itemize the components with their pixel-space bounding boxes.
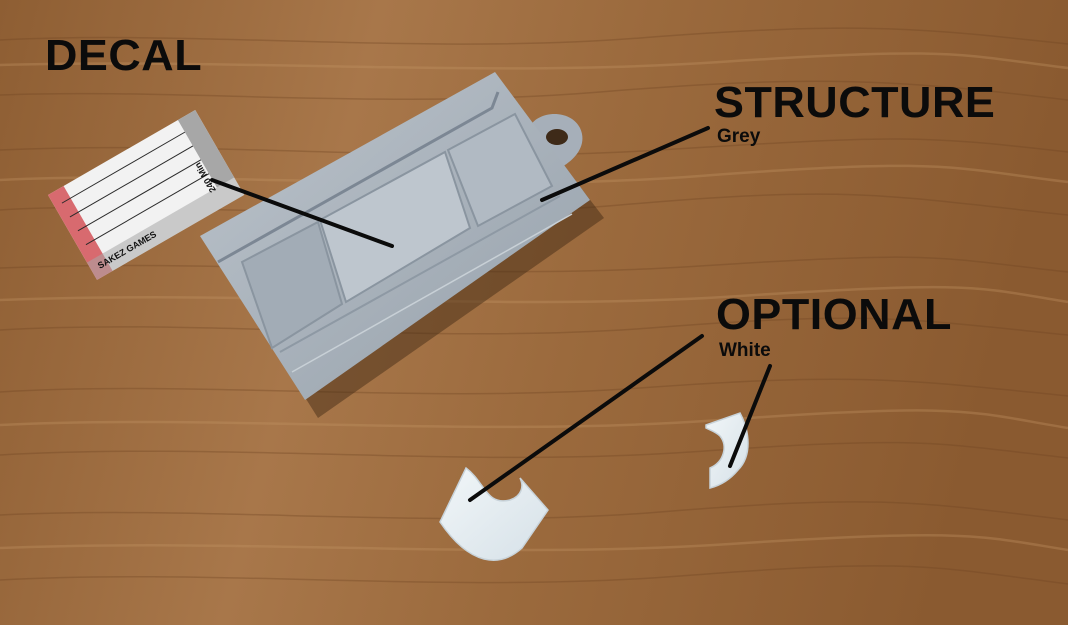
optional-material-label: White <box>719 340 771 361</box>
white-leader-line <box>728 364 772 468</box>
optional-label: OPTIONAL <box>716 290 952 339</box>
optional-leader-line <box>468 334 704 502</box>
structure-leader-line <box>540 126 710 202</box>
keyring-tab <box>528 113 583 168</box>
leader-lines <box>210 126 772 502</box>
decal-card: 240 Min SAKEZ GAMES <box>48 110 245 280</box>
cassette-structure <box>200 72 604 418</box>
optional-piece-small <box>705 412 749 489</box>
decal-label: DECAL <box>45 31 203 80</box>
decal-leader-line <box>210 178 394 248</box>
structure-label: STRUCTURE <box>714 78 996 127</box>
structure-material-label: Grey <box>717 126 761 147</box>
